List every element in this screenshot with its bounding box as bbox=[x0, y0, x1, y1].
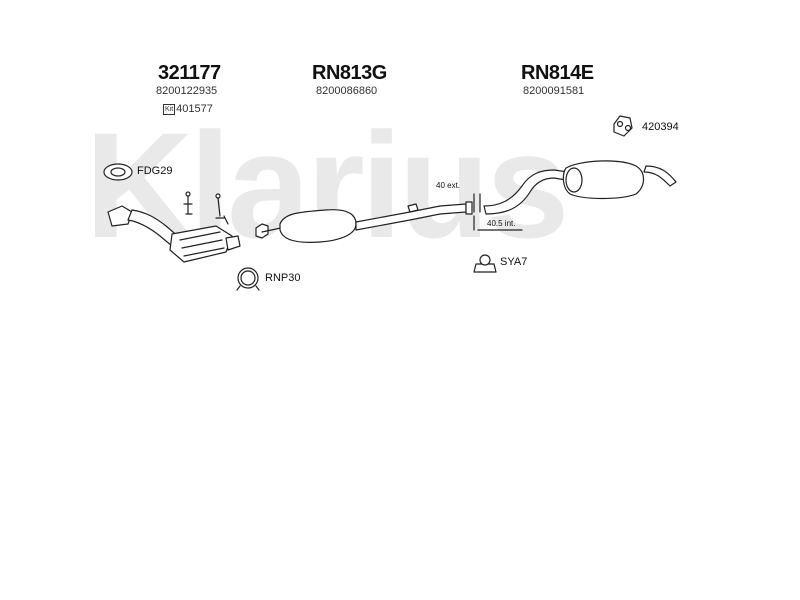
lambda-sensor-front bbox=[183, 191, 193, 215]
internal-diameter-label: 40.5 int. bbox=[487, 219, 516, 228]
front-part-number: 321177 bbox=[158, 62, 221, 84]
middle-oem-number: 8200086860 bbox=[316, 85, 378, 97]
rear-part-number: RN814E bbox=[521, 62, 594, 84]
middle-part-number: RN813G bbox=[312, 62, 387, 84]
lambda-sensor-rear bbox=[215, 193, 229, 225]
dimension-marker-ext bbox=[473, 193, 481, 213]
rubber-mount-icon bbox=[473, 254, 497, 273]
hanger-icon bbox=[613, 115, 633, 137]
gasket-icon bbox=[103, 163, 133, 181]
mount-label: SYA7 bbox=[500, 256, 528, 268]
dimension-marker-int bbox=[473, 215, 523, 231]
clamp-label: RNP30 bbox=[265, 272, 301, 284]
kit-number: 401577 bbox=[176, 103, 213, 115]
front-oem-number: 8200122935 bbox=[156, 85, 218, 97]
gasket-label: FDG29 bbox=[137, 165, 173, 177]
front-pipe-catalyst bbox=[107, 205, 241, 263]
kit-tag: Kit bbox=[163, 104, 176, 115]
middle-pipe-silencer bbox=[255, 201, 473, 243]
rear-oem-number: 8200091581 bbox=[523, 85, 585, 97]
external-diameter-label: 40 ext. bbox=[436, 181, 461, 190]
clamp-icon bbox=[236, 267, 260, 291]
rear-pipe-silencer bbox=[483, 160, 677, 215]
hanger-label: 420394 bbox=[642, 121, 679, 133]
